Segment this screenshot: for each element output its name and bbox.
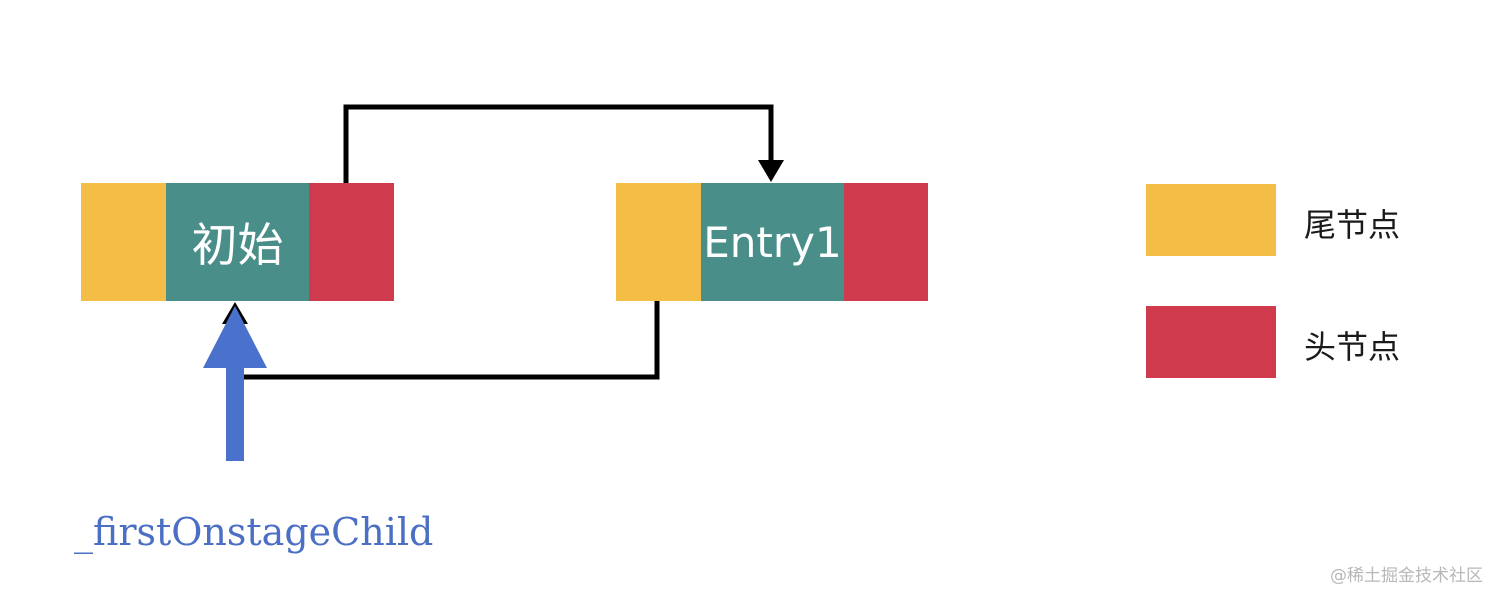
- pointer-arrow-head: [203, 306, 267, 368]
- node-entry1-head: [844, 183, 928, 301]
- pointer-arrow-shaft: [226, 366, 244, 461]
- connector-next: [343, 104, 774, 183]
- node-initial-head: [309, 183, 394, 301]
- watermark: @稀土掘金技术社区: [1330, 566, 1483, 586]
- connector-prev: [232, 301, 660, 380]
- node-initial-body: [166, 183, 309, 301]
- node-entry1-label: Entry1: [703, 217, 842, 267]
- node-entry1-body: [701, 183, 844, 301]
- legend-tail-swatch: [1146, 184, 1276, 256]
- node-initial-label: 初始: [191, 218, 284, 272]
- legend-tail-label: 尾节点: [1304, 206, 1401, 244]
- node-entry1-tail: [616, 183, 701, 301]
- node-initial-tail: [81, 183, 166, 301]
- legend-head-label: 头节点: [1304, 328, 1401, 366]
- pointer-label: _firstOnstageChild: [74, 510, 434, 554]
- connector-next-arrowhead: [758, 160, 784, 182]
- legend-head-swatch: [1146, 306, 1276, 378]
